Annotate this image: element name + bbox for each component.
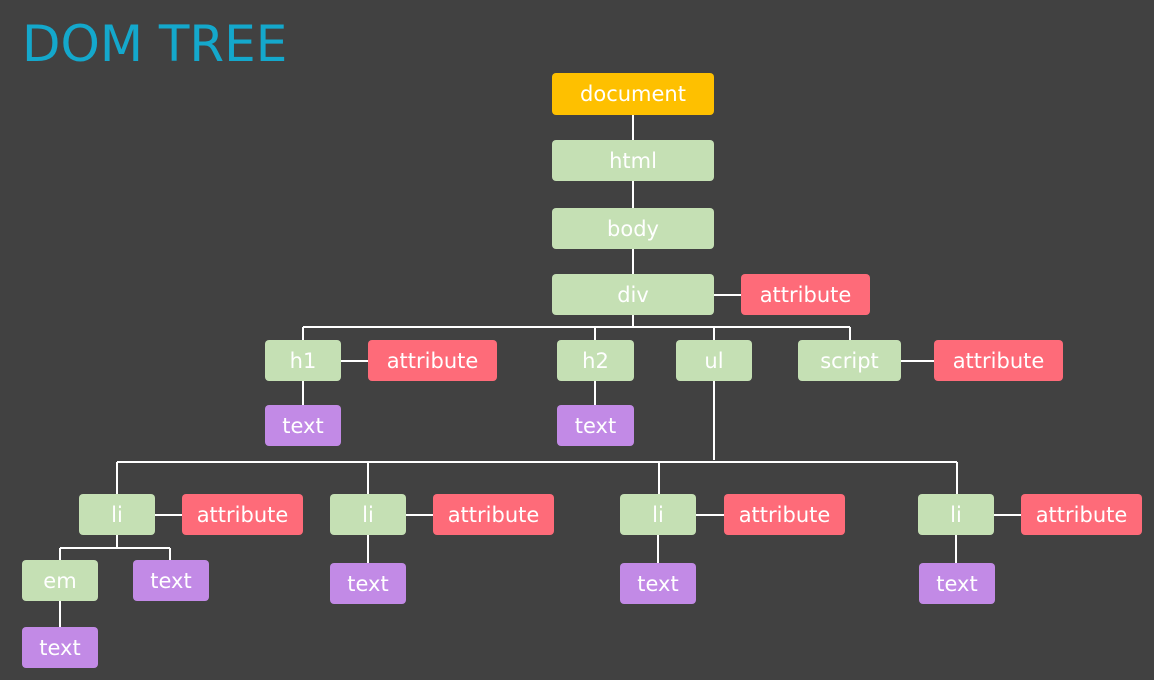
div-attribute-node: attribute <box>741 274 870 315</box>
li3-node: li <box>620 494 696 535</box>
div-node: div <box>552 274 714 315</box>
em-node: em <box>22 560 98 601</box>
h1-node: h1 <box>265 340 341 381</box>
em-text-node: text <box>22 627 98 668</box>
script-node: script <box>798 340 901 381</box>
li1-attribute-node: attribute <box>182 494 303 535</box>
li4-text-node: text <box>919 563 995 604</box>
li4-attribute-node: attribute <box>1021 494 1142 535</box>
html-node: html <box>552 140 714 181</box>
li3-text-node: text <box>620 563 696 604</box>
li2-text-node: text <box>330 563 406 604</box>
diagram-title: DOM TREE <box>22 15 288 73</box>
li1-node: li <box>79 494 155 535</box>
li3-attribute-node: attribute <box>724 494 845 535</box>
h1-text-node: text <box>265 405 341 446</box>
li2-attribute-node: attribute <box>433 494 554 535</box>
li4-node: li <box>918 494 994 535</box>
ul-node: ul <box>676 340 752 381</box>
li2-node: li <box>330 494 406 535</box>
h2-node: h2 <box>557 340 634 381</box>
document-node: document <box>552 73 714 115</box>
script-attribute-node: attribute <box>934 340 1063 381</box>
li1-text-node: text <box>133 560 209 601</box>
h2-text-node: text <box>557 405 634 446</box>
body-node: body <box>552 208 714 249</box>
h1-attribute-node: attribute <box>368 340 497 381</box>
